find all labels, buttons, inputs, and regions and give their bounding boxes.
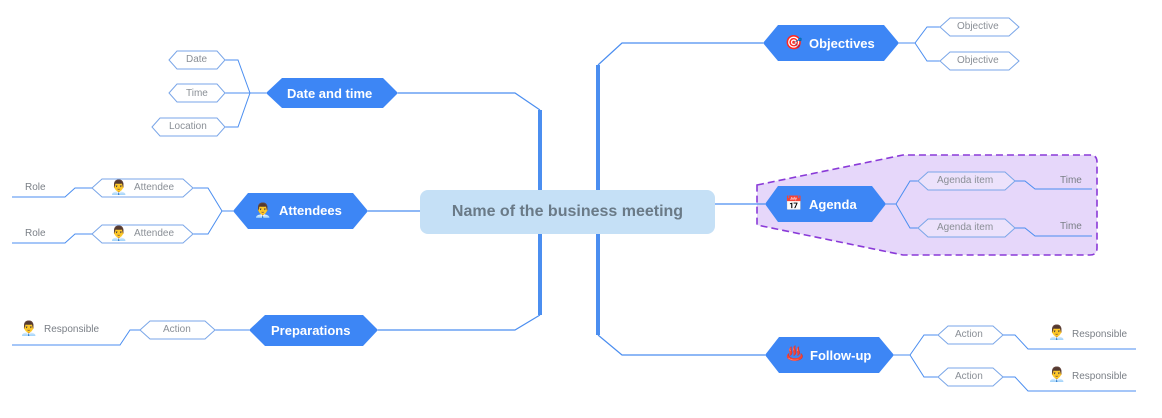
action-item[interactable]: Action <box>163 324 191 335</box>
agenda-item[interactable]: Agenda item <box>937 175 994 186</box>
role-item[interactable]: Role <box>25 182 46 193</box>
follow-up-node <box>765 337 894 373</box>
calendar-icon: 📅 <box>785 195 803 211</box>
attendee-item[interactable]: Attendee <box>134 182 175 193</box>
attendees-label[interactable]: Attendees <box>279 203 342 218</box>
agenda-item[interactable]: Agenda item <box>937 222 994 233</box>
person-icon: 👨‍💼 <box>1048 366 1066 382</box>
objectives-label[interactable]: Objectives <box>809 36 875 51</box>
time-leaf[interactable]: Time <box>1060 175 1082 186</box>
target-icon: 🎯 <box>785 34 803 50</box>
central-topic-label: Name of the business meeting <box>451 203 684 220</box>
time-leaf[interactable]: Time <box>1060 221 1082 232</box>
agenda-node <box>765 186 886 222</box>
attendees-node <box>233 193 368 229</box>
objective-item[interactable]: Objective <box>957 21 999 32</box>
preparations-node <box>249 315 378 346</box>
preparations-label[interactable]: Preparations <box>271 323 351 338</box>
time-item[interactable]: Time <box>186 88 208 99</box>
role-item[interactable]: Role <box>25 228 46 239</box>
objective-item[interactable]: Objective <box>957 55 999 66</box>
hot-springs-icon: ♨️ <box>786 345 804 361</box>
responsible-item[interactable]: Responsible <box>1072 371 1128 382</box>
responsible-item[interactable]: Responsible <box>1072 329 1128 340</box>
objectives-node <box>763 25 899 61</box>
responsible-item[interactable]: Responsible <box>44 324 100 335</box>
follow-up-label[interactable]: Follow-up <box>810 348 872 363</box>
date-and-time-label[interactable]: Date and time <box>287 86 373 101</box>
person-icon: 👨‍💼 <box>254 202 272 218</box>
action-item[interactable]: Action <box>955 371 983 382</box>
central-topic[interactable]: Name of the business meeting <box>420 190 715 234</box>
location-item[interactable]: Location <box>169 121 207 132</box>
attendee-item[interactable]: Attendee <box>134 228 175 239</box>
person-icon: 👨‍💼 <box>1048 324 1066 340</box>
person-icon: 👨‍💼 <box>20 320 38 336</box>
person-icon: 👨‍💼 <box>110 225 128 241</box>
action-item[interactable]: Action <box>955 329 983 340</box>
agenda-label[interactable]: Agenda <box>809 197 857 212</box>
date-and-time-node <box>266 78 398 108</box>
date-item[interactable]: Date <box>186 54 208 65</box>
person-icon: 👨‍💼 <box>110 179 128 195</box>
